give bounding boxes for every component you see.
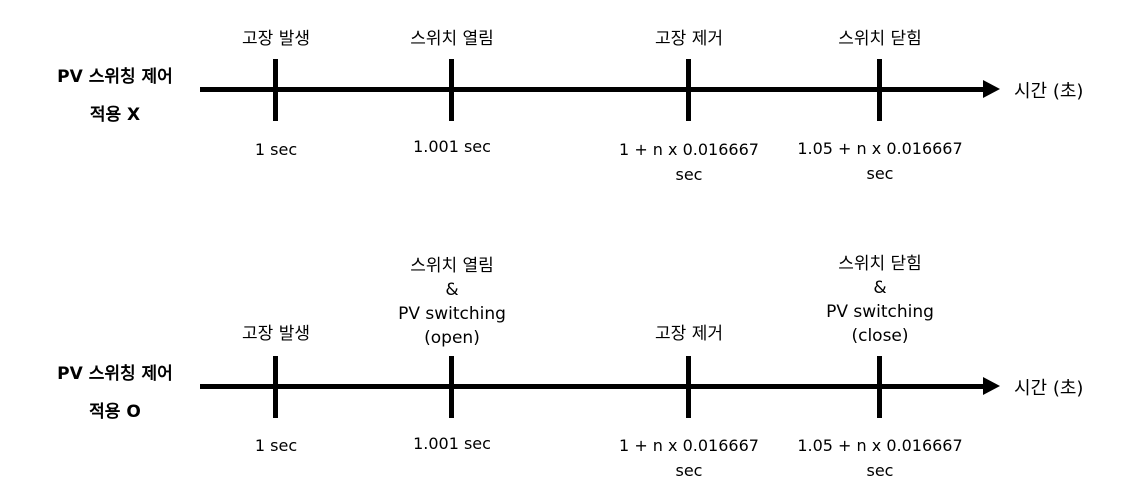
axis-arrow-icon bbox=[983, 80, 1000, 98]
event-time-fault-occur: 1 sec bbox=[254, 140, 298, 159]
event-label-fault-clear: 고장 제거 bbox=[655, 29, 723, 49]
event-tick-fault-clear bbox=[686, 356, 691, 418]
event-tick-switch-close-pv bbox=[877, 356, 882, 418]
event-time-fault-clear: 1 + n x 0.016667 sec bbox=[619, 140, 759, 184]
timeline-with-pv-switching: PV 스위칭 제어 적용 O 시간 (초) 고장 발생 1 sec 스위치 열림… bbox=[0, 250, 1133, 500]
event-time-fault-clear: 1 + n x 0.016667 sec bbox=[619, 436, 759, 480]
event-time-switch-open-pv: 1.001 sec bbox=[413, 434, 491, 453]
event-time-switch-close: 1.05 + n x 0.016667 sec bbox=[797, 139, 963, 183]
event-label-switch-open: 스위치 열림 bbox=[410, 29, 494, 49]
timeline-title: PV 스위칭 제어 적용 X bbox=[20, 58, 210, 134]
event-tick-fault-clear bbox=[686, 59, 691, 121]
event-tick-fault-occur bbox=[273, 59, 278, 121]
event-tick-switch-open bbox=[449, 59, 454, 121]
event-time-switch-close-pv: 1.05 + n x 0.016667 sec bbox=[797, 436, 963, 480]
timeline-title-line2: 적용 O bbox=[89, 402, 141, 422]
timeline-title-line1: PV 스위칭 제어 bbox=[57, 67, 173, 87]
timeline-title-line1: PV 스위칭 제어 bbox=[57, 364, 173, 384]
event-label-fault-occur: 고장 발생 bbox=[242, 29, 310, 49]
event-time-fault-occur: 1 sec bbox=[254, 436, 298, 455]
timeline-without-pv-switching: PV 스위칭 제어 적용 X 시간 (초) 고장 발생 1 sec 스위치 열림… bbox=[0, 0, 1133, 250]
axis-label: 시간 (초) bbox=[1014, 81, 1084, 102]
event-label-fault-clear: 고장 제거 bbox=[655, 324, 723, 344]
event-label-switch-close: 스위치 닫힘 bbox=[838, 29, 922, 49]
event-tick-switch-open-pv bbox=[449, 356, 454, 418]
axis-arrow-icon bbox=[983, 377, 1000, 395]
event-tick-fault-occur bbox=[273, 356, 278, 418]
time-axis bbox=[200, 384, 985, 389]
timeline-title: PV 스위칭 제어 적용 O bbox=[20, 355, 210, 431]
event-time-switch-open: 1.001 sec bbox=[413, 137, 491, 156]
time-axis bbox=[200, 87, 985, 92]
timeline-title-line2: 적용 X bbox=[89, 105, 141, 125]
axis-label: 시간 (초) bbox=[1014, 378, 1084, 399]
event-label-fault-occur: 고장 발생 bbox=[242, 324, 310, 344]
event-tick-switch-close bbox=[877, 59, 882, 121]
event-label-switch-open-pv: 스위치 열림 & PV switching (open) bbox=[398, 256, 506, 348]
event-label-switch-close-pv: 스위치 닫힘 & PV switching (close) bbox=[826, 254, 934, 346]
